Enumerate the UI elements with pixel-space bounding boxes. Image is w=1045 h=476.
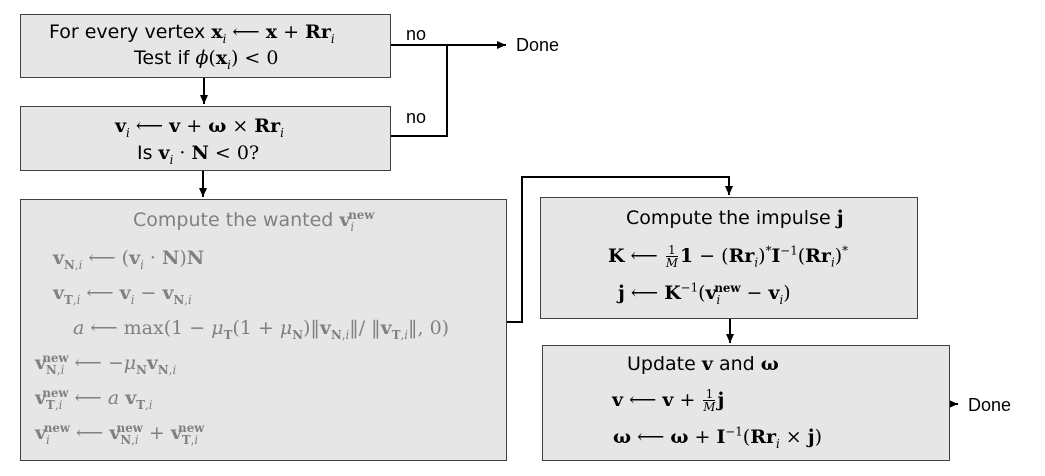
tangent-velocity-formula: vT,i ⟵ vi − vN,i [53, 282, 192, 307]
normal-velocity-formula: vN,i ⟵ (vi · N)N [53, 247, 205, 272]
wanted-velocity-title-text: Compute the wanted [133, 209, 340, 231]
update-omega-symbol: ω [760, 353, 779, 375]
impulse-title: Compute the impulse j [626, 209, 844, 228]
impulse-title-symbol: j [836, 207, 844, 229]
no-label-top: no [406, 24, 427, 44]
velocity-test-box: vi ⟵ v + ω × Rri Is vi · N < 0? [20, 106, 391, 171]
update-title: Update v and ω [627, 355, 779, 374]
scale-factor-formula: a ⟵ max(1 − μT(1 + μN)‖vN,i‖/ ‖vT,i‖, 0) [73, 317, 450, 342]
sdf-test-text: Test if [134, 47, 196, 69]
vertex-loop-formula: xi ⟵ x + Rri [211, 21, 335, 46]
new-velocity-formula: vinew ⟵ vN,inew + vT,inew [35, 420, 205, 447]
sdf-test-line: Test if ϕ(xi) < 0 [134, 47, 279, 72]
vertex-loop-text: For every vertex [49, 21, 212, 43]
vertex-loop-line: For every vertex xi ⟵ x + Rri [49, 21, 335, 46]
sdf-test-formula: ϕ(xi) < 0 [195, 47, 279, 72]
wanted-velocity-box: Compute the wanted vinew vN,i ⟵ (vi · N)… [20, 199, 507, 461]
wanted-velocity-title: Compute the wanted vinew [133, 207, 375, 234]
arrow-box3-box4 [507, 176, 733, 323]
angular-update-formula: ω ⟵ ω + I−1(Rri × j) [613, 424, 823, 451]
update-title-text: Update [627, 353, 702, 375]
done-label-right: Done [968, 395, 1012, 415]
velocity-test-text: Is [137, 142, 159, 164]
line-box2-no [391, 45, 448, 137]
velocity-test-formula: vi · N < 0? [158, 142, 260, 167]
wanted-velocity-title-symbol: vinew [339, 207, 375, 234]
done-label-top: Done [516, 35, 560, 55]
impulse-title-text: Compute the impulse [626, 207, 837, 229]
velocity-test-line: Is vi · N < 0? [137, 142, 260, 167]
vertex-test-box: For every vertex xi ⟵ x + Rri Test if ϕ(… [20, 14, 391, 78]
new-tangent-velocity-formula: vT,inew ⟵ a vT,i [35, 385, 153, 412]
update-and-text: and [712, 353, 761, 375]
update-v-symbol: v [701, 353, 713, 375]
no-label-mid: no [406, 107, 427, 127]
new-normal-velocity-formula: vN,inew ⟵ −μNvN,i [35, 350, 177, 377]
vertex-velocity-formula: vi ⟵ v + ω × Rri [115, 115, 284, 140]
impulse-formula: j ⟵ K−1(vinew − vi) [618, 280, 791, 307]
